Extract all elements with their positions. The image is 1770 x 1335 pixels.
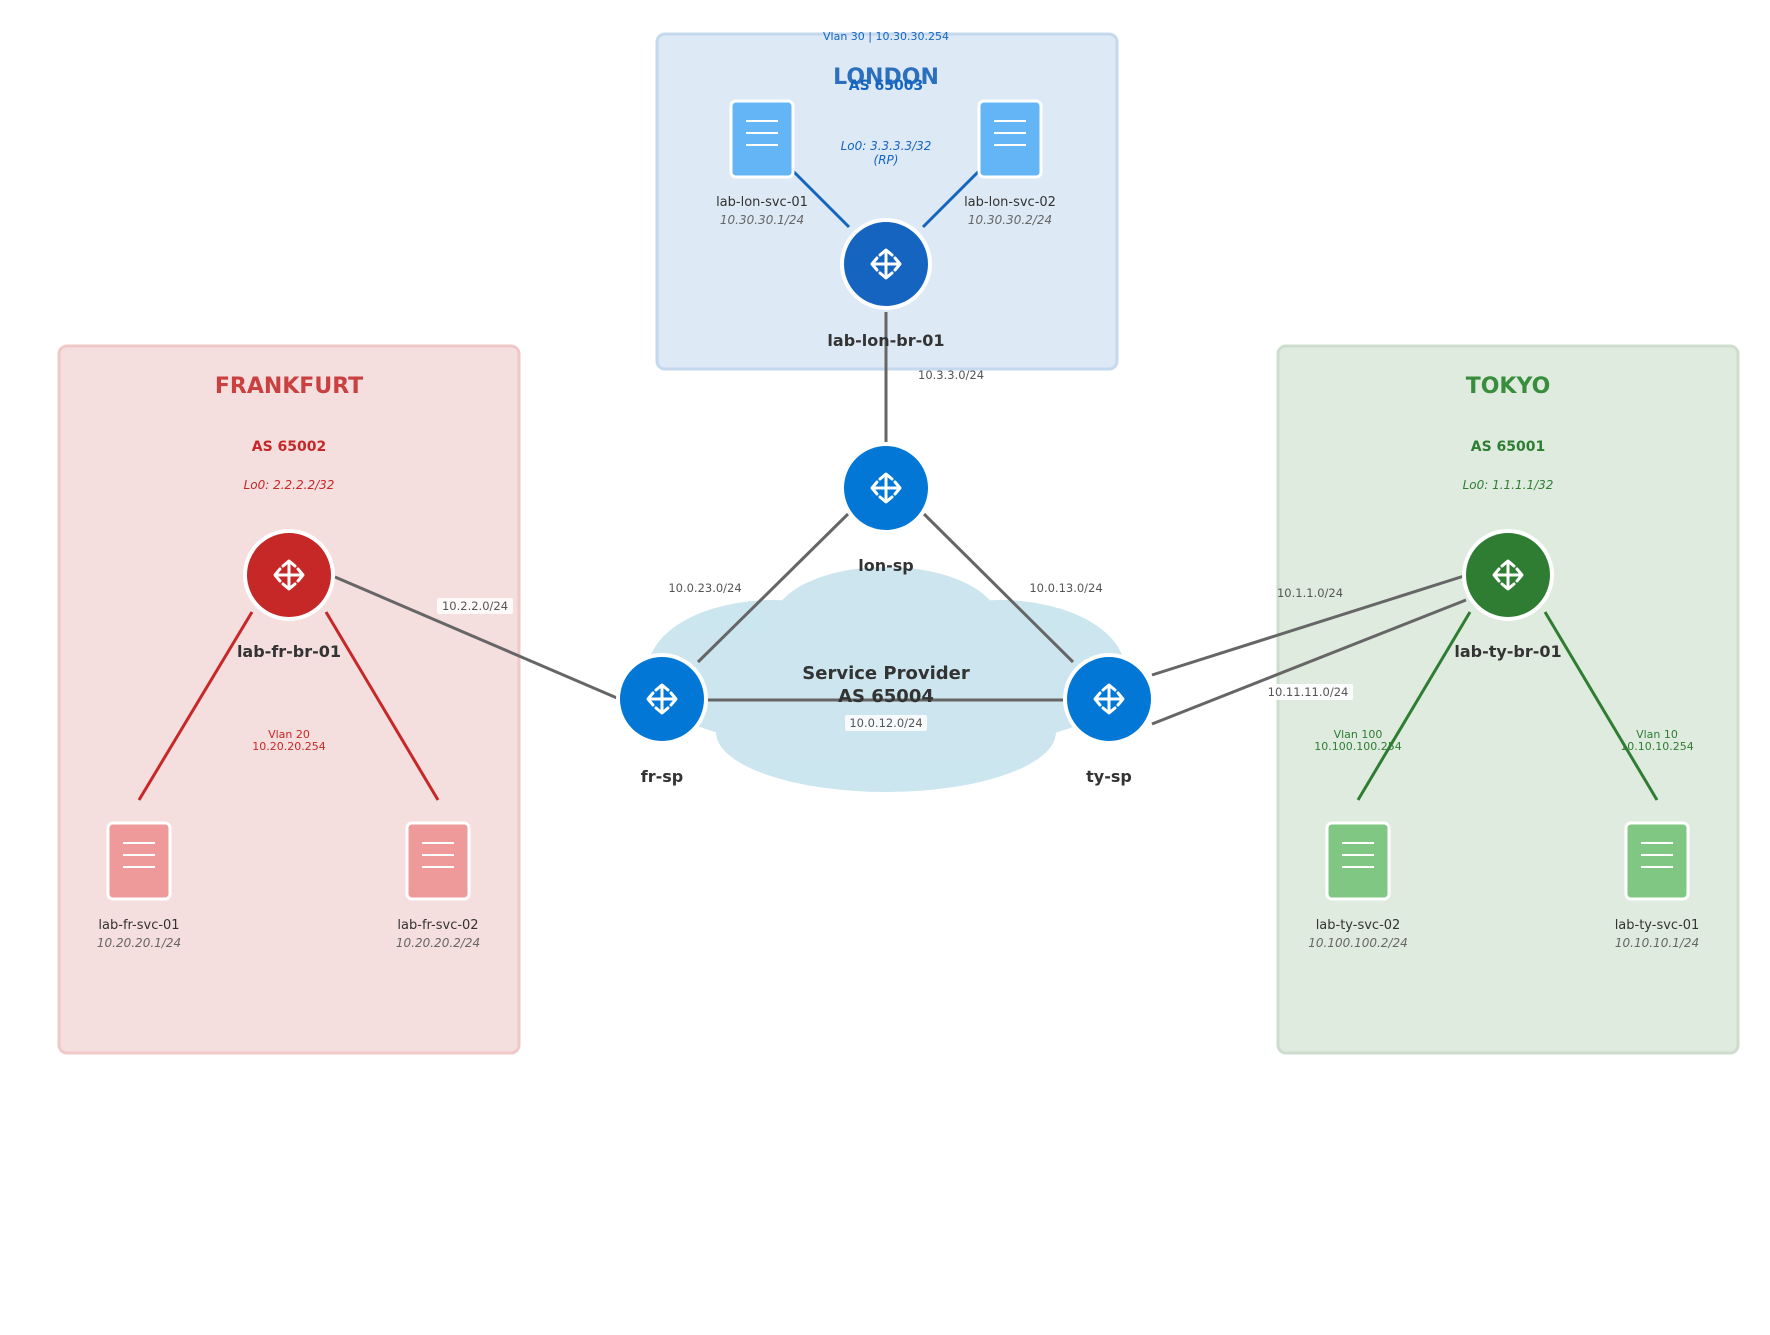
link-ty-svc-01 [1543,611,1659,801]
tokyo-vlan-100-label: Vlan 100 [1334,728,1383,741]
router-label-lab-fr-br-01: lab-fr-br-01 [237,642,341,661]
router-label-lon-sp: lon-sp [858,556,913,575]
frankfurt-vlan-label: Vlan 20 [268,728,310,741]
router-lab-lon-br-01[interactable] [840,218,932,310]
router-lab-fr-br-01[interactable] [243,529,335,621]
london-as-label: AS 65003 [849,78,924,94]
router-label-lab-ty-br-01: lab-ty-br-01 [1454,642,1561,661]
router-lon-sp[interactable] [840,442,932,534]
service-provider-label: Service Provider [802,663,970,684]
server-ip-lab-lon-svc-01: 10.30.30.1/24 [720,213,804,227]
frankfurt-as-label: AS 65002 [252,439,327,455]
london-site-title: LONDON [833,65,939,90]
server-lab-ty-svc-01[interactable] [1624,821,1690,901]
server-name-lab-ty-svc-01: lab-ty-svc-01 [1615,918,1700,933]
server-name-lab-lon-svc-01: lab-lon-svc-01 [716,195,808,210]
link-label-ty-br-ty-sp-b: 10.11.11.0/24 [1268,685,1349,699]
router-ty-sp[interactable] [1063,653,1155,745]
server-lab-lon-svc-01[interactable] [729,99,795,179]
tokyo-site-title: TOKYO [1466,374,1551,399]
tokyo-vlan-10-label: Vlan 10 [1636,728,1678,741]
link-label-bg-ty-br-ty-sp-b [1263,684,1353,700]
router-lab-ty-br-01[interactable] [1462,529,1554,621]
router-label-ty-sp: ty-sp [1086,767,1132,786]
router-fr-sp[interactable] [616,653,708,745]
frankfurt-site-box [57,344,521,1055]
link-ty-br-ty-sp-b [1151,598,1467,726]
link-label-bg-fr-sp-ty-sp [845,715,927,731]
link-label-bg-fr-br-fr-sp [437,598,513,614]
link-label-fr-sp-ty-sp: 10.0.12.0/24 [849,716,922,730]
london-loopback-label: Lo0: 3.3.3.3/32 [841,139,932,153]
service-provider-as-label: AS 65004 [838,686,934,707]
link-fr-svc-02 [324,611,440,801]
link-label-lon-sp-ty-sp: 10.0.13.0/24 [1029,581,1102,595]
server-lab-ty-svc-02[interactable] [1325,821,1391,901]
server-ip-lab-fr-svc-01: 10.20.20.1/24 [97,936,181,950]
link-lon-sp-ty-sp [922,512,1075,664]
router-label-lab-lon-br-01: lab-lon-br-01 [827,331,944,350]
server-lab-fr-svc-01[interactable] [106,821,172,901]
server-name-lab-fr-svc-02: lab-fr-svc-02 [397,918,478,933]
tokyo-as-label: AS 65001 [1471,439,1546,455]
tokyo-vlan-10-gateway-label: 10.10.10.254 [1620,740,1693,753]
link-ty-br-ty-sp-a [1151,574,1465,677]
link-lon-svc-02 [921,169,981,229]
link-fr-br-fr-sp [334,575,618,700]
server-name-lab-fr-svc-01: lab-fr-svc-01 [98,918,179,933]
link-label-lon-br-lon-sp: 10.3.3.0/24 [918,368,984,382]
server-ip-lab-ty-svc-01: 10.10.10.1/24 [1615,936,1699,950]
tokyo-vlan-100-gateway-label: 10.100.100.254 [1314,740,1401,753]
london-vlan-label: Vlan 30 | 10.30.30.254 [823,30,949,43]
server-ip-lab-ty-svc-02: 10.100.100.2/24 [1308,936,1407,950]
server-lab-fr-svc-02[interactable] [405,821,471,901]
london-loopback-rp-label: (RP) [874,153,899,167]
link-ty-svc-02 [1356,611,1472,801]
link-lon-svc-01 [791,169,851,229]
server-lab-lon-svc-02[interactable] [977,99,1043,179]
link-lon-sp-fr-sp [696,512,850,664]
frankfurt-loopback-label: Lo0: 2.2.2.2/32 [244,478,335,492]
link-label-lon-sp-fr-sp: 10.0.23.0/24 [668,581,741,595]
service-provider-cloud [648,567,1125,792]
tokyo-loopback-label: Lo0: 1.1.1.1/32 [1463,478,1554,492]
server-name-lab-lon-svc-02: lab-lon-svc-02 [964,195,1056,210]
link-label-ty-br-ty-sp-a: 10.1.1.0/24 [1277,586,1343,600]
frankfurt-vlan-gateway-label: 10.20.20.254 [252,740,325,753]
server-ip-lab-lon-svc-02: 10.30.30.2/24 [968,213,1052,227]
frankfurt-site-title: FRANKFURT [215,374,363,399]
link-label-fr-br-fr-sp: 10.2.2.0/24 [442,599,508,613]
server-name-lab-ty-svc-02: lab-ty-svc-02 [1316,918,1401,933]
router-label-fr-sp: fr-sp [641,767,683,786]
link-fr-svc-01 [137,611,254,801]
server-ip-lab-fr-svc-02: 10.20.20.2/24 [396,936,480,950]
